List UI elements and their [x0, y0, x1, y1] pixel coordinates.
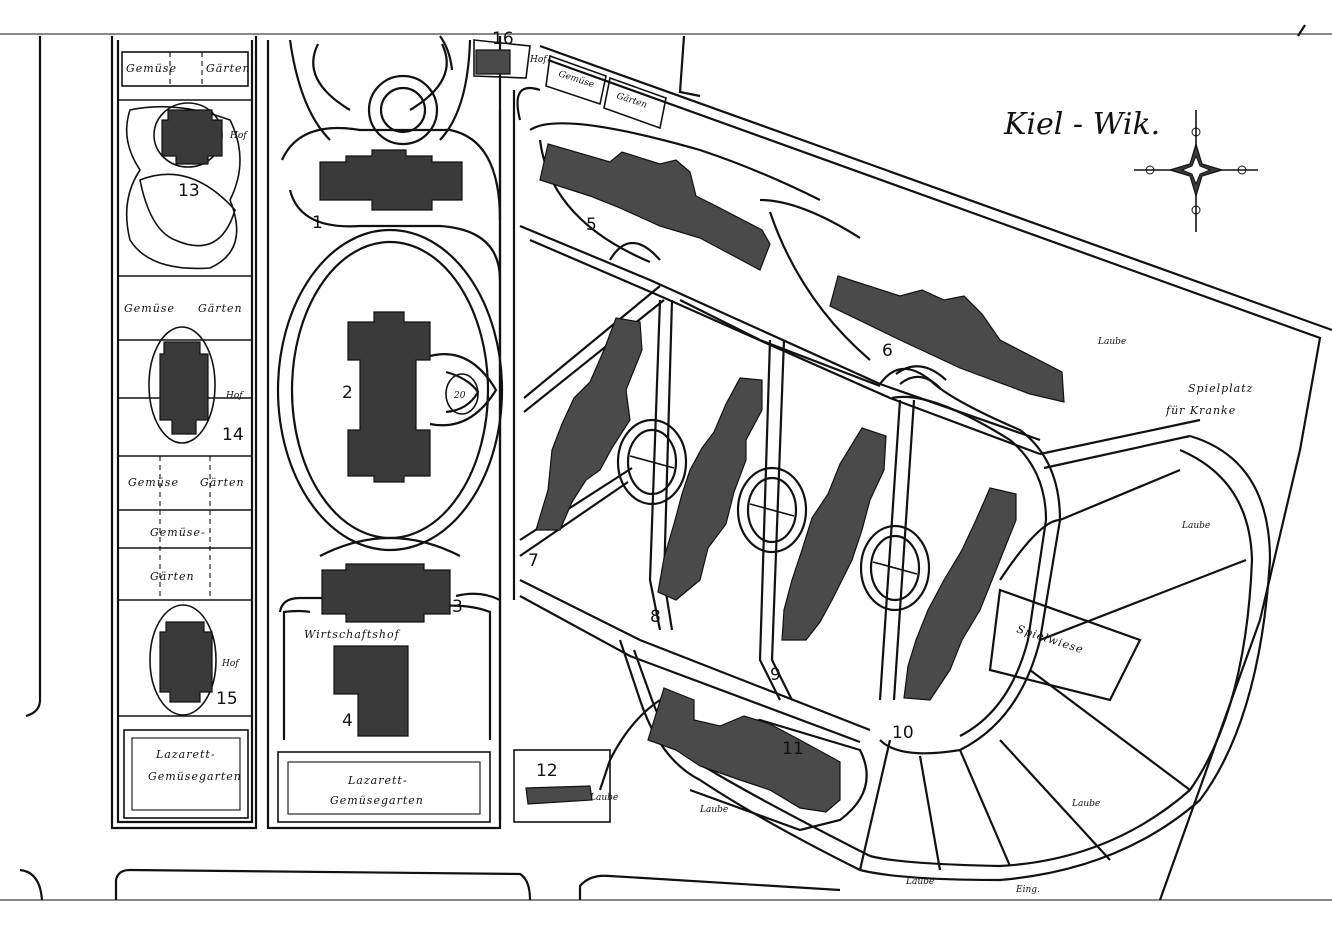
building-number-6: 6: [882, 341, 893, 361]
building-number-13: 13: [178, 181, 200, 201]
label-gemuese-garten-14-right: Gärten: [198, 302, 243, 315]
building-5: [539, 143, 771, 271]
building-number-5: 5: [586, 215, 597, 235]
label-gemuese-garten-14-left: Gemüse: [124, 302, 175, 315]
label-laube-4: Laube: [905, 877, 934, 887]
label-spielplatz-2: für Kranke: [1165, 404, 1236, 417]
building-number-4: 4: [342, 711, 353, 731]
building-14: [159, 341, 209, 435]
label-wirtschaftshof: Wirtschaftshof: [304, 628, 401, 641]
building-number-14: 14: [222, 425, 244, 445]
building-15: [159, 621, 213, 703]
building-number-15: 15: [216, 689, 238, 709]
label-eing: Eing.: [1015, 885, 1040, 895]
building-6: [829, 275, 1065, 403]
building-number-11: 11: [782, 739, 804, 759]
building-7: [535, 317, 643, 531]
building-number-10: 10: [892, 723, 914, 743]
label-gemuese-garten-mid-right: Gärten: [200, 476, 245, 489]
label-lazarett-left-1: Lazarett-: [155, 748, 216, 761]
building-12: [525, 785, 593, 805]
top-center-gardens: [473, 39, 667, 130]
label-gemuese-split-2: Gärten: [150, 570, 195, 583]
label-hof-15: Hof: [221, 659, 240, 669]
label-laube-2: Laube: [1181, 521, 1210, 531]
building-number-7: 7: [528, 551, 539, 571]
building-number-8: 8: [650, 607, 661, 627]
map-title: Kiel - Wik.: [1003, 107, 1160, 142]
building-1: [319, 149, 463, 211]
label-gemuese-split-1: Gemüse-: [150, 526, 206, 539]
building-10: [903, 487, 1017, 701]
buildings: [159, 49, 1065, 813]
label-gemuese-garten-mid-left: Gemüse: [128, 476, 179, 489]
label-lazarett-center-1: Lazarett-: [347, 774, 408, 787]
label-laube-5: Laube: [699, 805, 728, 815]
building-number-16: 16: [492, 29, 514, 49]
building-number-1: 1: [312, 213, 323, 233]
label-laube-3: Laube: [1071, 799, 1100, 809]
building-4: [333, 645, 409, 737]
ring-plazas: [616, 365, 947, 612]
label-hof-16: Hof: [529, 55, 548, 65]
sheet-frame: [0, 24, 1332, 901]
label-laube-1: Laube: [1097, 337, 1126, 347]
building-number-20: 20: [453, 391, 466, 401]
bottom-streets: [114, 868, 841, 901]
building-11: [647, 687, 841, 813]
label-gemuese-garten-top-left: Gemüse: [126, 62, 177, 75]
label-laube-6: Laube: [589, 793, 618, 803]
building-13: [161, 109, 223, 165]
label-spielplatz-1: Spielplatz: [1188, 382, 1253, 395]
label-hof-14: Hof: [225, 391, 244, 401]
building-number-9: 9: [770, 665, 781, 685]
compass-rose-icon: [1134, 110, 1258, 232]
building-number-12: 12: [536, 761, 558, 781]
building-2: [347, 311, 431, 483]
building-number-2: 2: [342, 383, 353, 403]
building-16: [475, 49, 511, 75]
label-lazarett-center-2: Gemüsegarten: [330, 794, 424, 807]
label-hof-13: Hof: [229, 131, 248, 141]
building-9: [781, 427, 887, 641]
building-3: [321, 563, 451, 623]
label-gemuese-top-center-1: Gemüse: [557, 69, 595, 90]
label-gemuese-garten-top-right: Gärten: [206, 62, 251, 75]
map-labels: Kiel - Wik. 1 2 3 4 5 6 7 8 9 10 11 12 1…: [124, 29, 1253, 895]
building-8: [657, 377, 763, 601]
park-roads: [498, 87, 1272, 882]
central-axis-roads: [276, 39, 504, 823]
building-number-3: 3: [452, 597, 463, 617]
label-lazarett-left-2: Gemüsegarten: [148, 770, 242, 783]
